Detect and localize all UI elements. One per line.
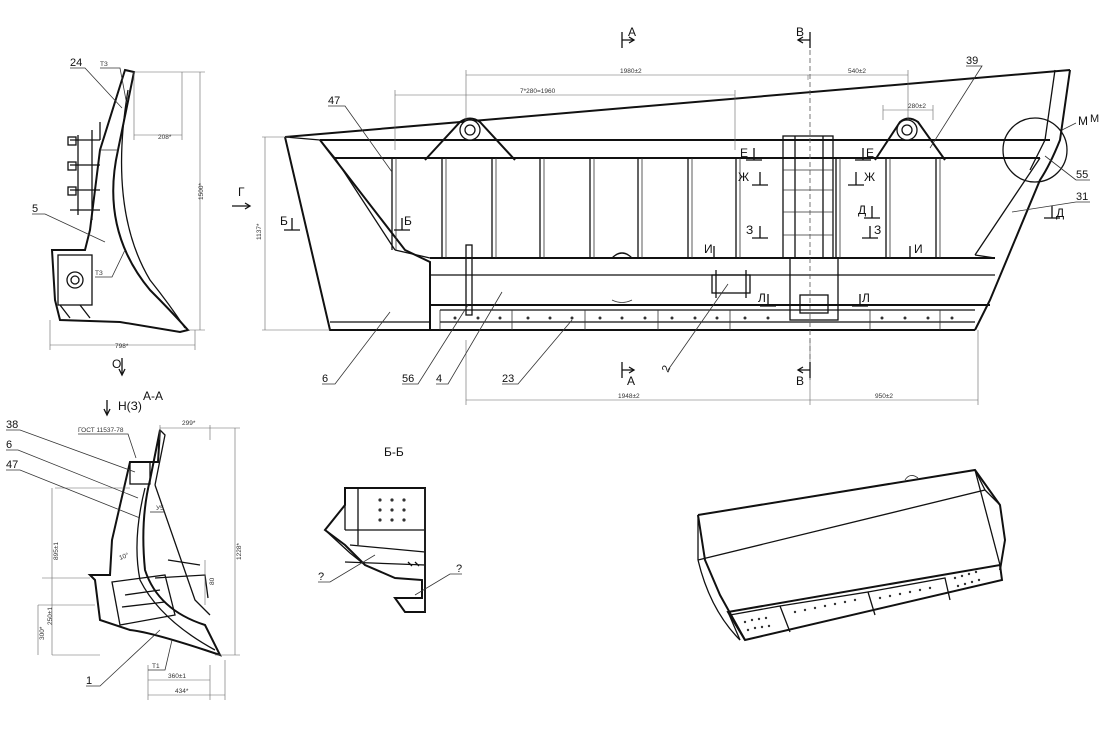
section-mark-v-bottom: В: [796, 374, 804, 388]
section-aa-view: А-А Н(З) ГОСТ 11537-78 299* 1228* 895±1 …: [6, 389, 243, 700]
section-mark-v-top: В: [796, 25, 804, 39]
section-mark-i-left: И: [704, 242, 713, 256]
callout-aa-6: 6: [6, 439, 12, 451]
section-mark-b-right: Б: [404, 214, 412, 228]
dim-top-540: 540±2: [848, 68, 866, 75]
dim-top-280: 280±2: [908, 103, 926, 110]
callout-4: 4: [436, 373, 442, 385]
dim-aa-80: 80: [209, 577, 216, 585]
dim-side-width: 798*: [115, 343, 129, 350]
section-aa-title: А-А: [143, 389, 163, 403]
dim-side-top: 208*: [158, 134, 172, 141]
callout-56: 56: [402, 373, 414, 385]
section-mark-a-bottom: А: [627, 374, 635, 388]
callout-39: 39: [966, 55, 978, 67]
section-mark-z-right: З: [874, 223, 881, 237]
callout-6: 6: [322, 373, 328, 385]
dim-aa-250: 250±1: [47, 607, 54, 625]
bolt-holes-iso: [743, 570, 981, 632]
callout-m-right: M: [1090, 113, 1099, 125]
dim-top-1980: 1980±2: [620, 68, 642, 75]
isometric-view: [697, 468, 1007, 642]
section-bb-title: Б-Б: [384, 445, 404, 459]
section-mark-e-left: Е: [740, 146, 748, 160]
section-mark-d-left: Д: [858, 203, 866, 217]
callout-31: 31: [1076, 191, 1088, 203]
callout-24: 24: [70, 57, 82, 69]
section-mark-i-right: И: [914, 242, 923, 256]
dim-aa-300: 300*: [39, 626, 46, 640]
front-view: 1980±2 540±2 7*280=1960 280±2 1137* 1948…: [232, 25, 1099, 405]
bolt-holes-front: [453, 316, 954, 320]
weld-mark-u5: У5: [156, 505, 164, 512]
dim-side-height: 1500*: [198, 183, 205, 200]
section-mark-a-top: А: [628, 25, 636, 39]
callout-55: 55: [1076, 169, 1088, 181]
section-mark-e-right: Е: [866, 146, 874, 160]
dim-aa-height: 1228*: [236, 543, 243, 560]
dim-top-7x280: 7*280=1960: [520, 88, 556, 95]
callout-aa-38: 38: [6, 419, 18, 431]
callout-23: 23: [502, 373, 514, 385]
view-mark-o: О: [112, 357, 121, 371]
weld-mark-t3-bottom: ТЗ: [95, 270, 103, 277]
section-marks: А А В В Б Б Е Е Ж Ж З З Д: [280, 25, 1088, 388]
side-view: 208* 1500* 798* ТЗ ТЗ 24 5 О: [32, 57, 205, 377]
callout-47: 47: [328, 95, 340, 107]
dim-bottom-1948: 1948±2: [618, 393, 640, 400]
gost-standard: ГОСТ 11537-78: [78, 427, 124, 434]
section-mark-z-left: З: [746, 223, 753, 237]
dim-height-main: 1137*: [256, 223, 263, 240]
dim-aa-434: 434*: [175, 688, 189, 695]
section-mark-l-left: Л: [758, 291, 766, 305]
dim-aa-895: 895±1: [53, 542, 60, 560]
bolt-holes-bb: [378, 498, 406, 522]
dim-bottom-950: 950±2: [875, 393, 893, 400]
section-mark-d-right: Д: [1056, 206, 1064, 220]
unknown-mark-left: ?: [318, 571, 324, 583]
dim-aa-360: 360±1: [168, 673, 186, 680]
callout-5: 5: [32, 203, 38, 215]
callout-2: 2: [660, 364, 673, 375]
weld-mark-t1: Т1: [152, 663, 160, 670]
section-mark-zh-right: Ж: [864, 170, 875, 184]
section-bb-view: Б-Б ? ?: [318, 445, 462, 613]
callout-aa-47: 47: [6, 459, 18, 471]
weld-mark-t3-top: ТЗ: [100, 61, 108, 68]
detail-mark-m: М: [1078, 114, 1088, 128]
dim-aa-angle: 10°: [118, 551, 130, 562]
dim-aa-top: 299*: [182, 420, 196, 427]
section-mark-zh-left: Ж: [738, 170, 749, 184]
view-mark-g: Г: [238, 185, 245, 199]
section-mark-b-left: Б: [280, 214, 288, 228]
section-mark-l-right: Л: [862, 291, 870, 305]
unknown-mark-right: ?: [456, 563, 462, 575]
callout-aa-1: 1: [86, 675, 92, 687]
view-mark-n3: Н(З): [118, 399, 142, 413]
